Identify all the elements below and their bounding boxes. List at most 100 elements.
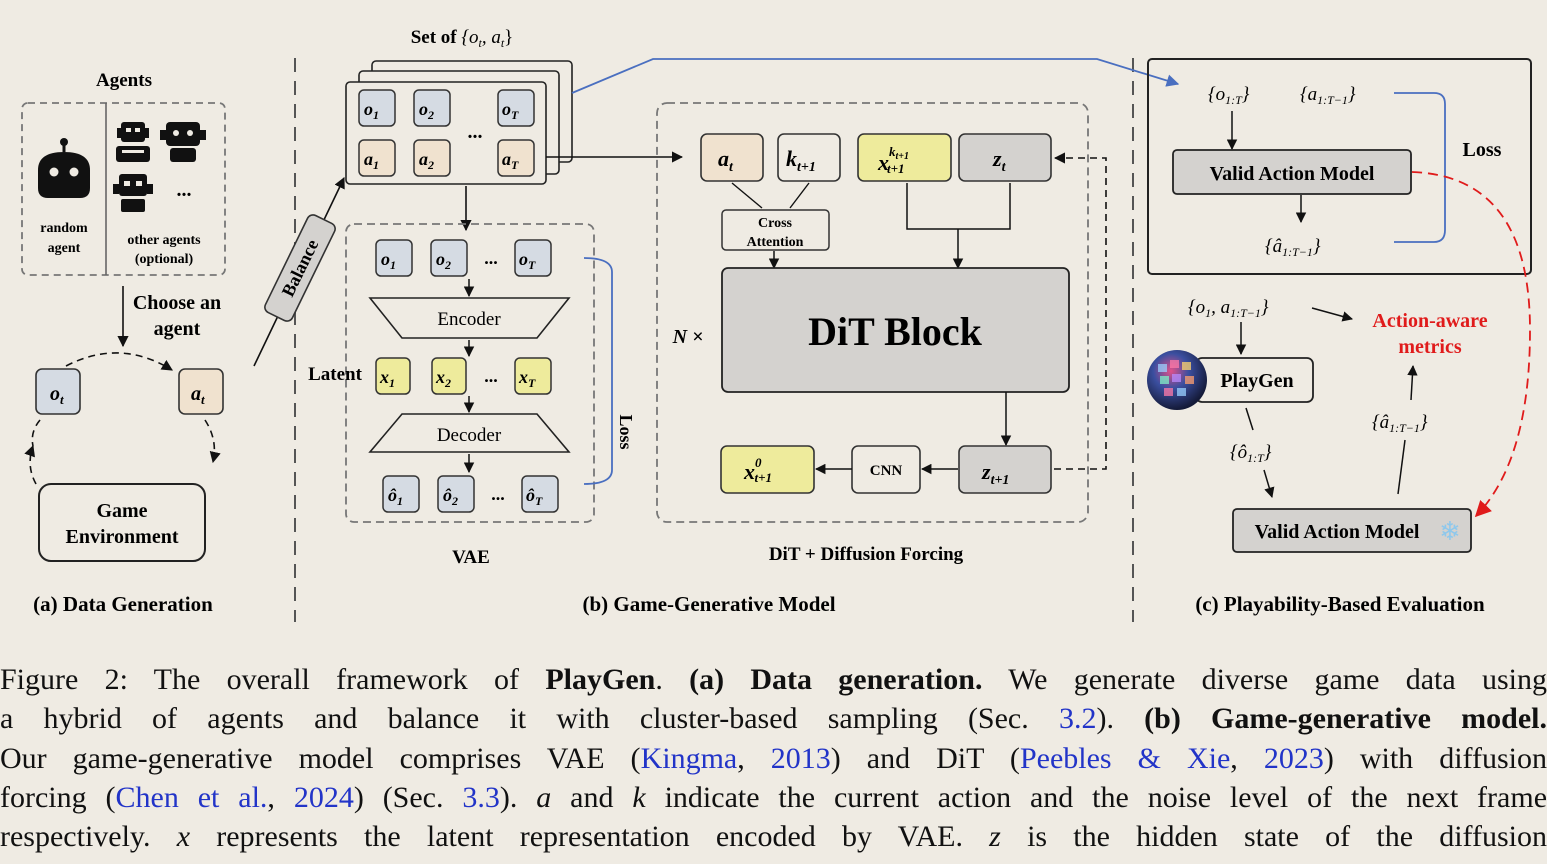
hidden-state-box [958, 133, 1052, 182]
svg-text:o1: o1 [364, 99, 379, 122]
svg-text:xT: xT [518, 367, 536, 390]
decoder-block [368, 413, 571, 453]
link-chen[interactable]: Chen et al. [115, 780, 268, 814]
agents-box [21, 102, 226, 276]
panel-b: Balance Set of {ot, at} o1 o2 ... oT a1 … [253, 27, 1107, 616]
robot-icon [38, 138, 90, 198]
vae-output-row: ô1 ô2 ... ôT [382, 475, 559, 513]
svg-text:o1: o1 [381, 249, 396, 272]
metrics-label-1: Action-aware [1372, 310, 1487, 332]
svg-text:o2: o2 [436, 249, 451, 272]
agents-ellipsis: ... [177, 179, 192, 201]
choose-agent-label-2: agent [154, 318, 201, 340]
latent-row: x1 x2 ... xT [375, 357, 552, 395]
svg-text:zt+1: zt+1 [981, 459, 1009, 488]
agents-title: Agents [96, 70, 152, 91]
svg-text:{â1:T−1}: {â1:T−1} [1265, 236, 1321, 259]
loop-arrow-left [24, 444, 37, 485]
playgen-logo-tiles [1158, 360, 1194, 396]
other-agents-label-2: (optional) [135, 252, 194, 267]
panel-c-label: (c) Playability-Based Evaluation [1195, 592, 1485, 616]
svg-text:x1: x1 [379, 367, 395, 390]
svg-text:a1: a1 [364, 149, 379, 172]
svg-text:zt: zt [992, 146, 1007, 175]
svg-text:{ô1:T}: {ô1:T} [1230, 442, 1272, 465]
link-peebles-year[interactable]: 2023 [1263, 741, 1324, 775]
random-agent-label-1: random [40, 221, 88, 236]
valid-action-model-train [1172, 149, 1412, 195]
svg-text:oT: oT [502, 99, 519, 122]
panel-c: {o1:T} {a1:T−1} Valid Action Model {â1:T… [1147, 58, 1532, 616]
snowflake-icon: ❄ [1439, 517, 1461, 547]
caption-line-2: a hybrid of agents and balance it with c… [0, 702, 1547, 736]
frozen-transfer-arrow [1411, 171, 1531, 518]
link-peebles-xie[interactable]: Peebles & Xie [1019, 741, 1231, 775]
svg-text:CNN: CNN [870, 463, 903, 479]
link-sec-3-2[interactable]: 3.2 [1058, 702, 1097, 736]
obs-box-ot [35, 368, 81, 415]
vae-loss-bracket [583, 257, 613, 485]
svg-text:{o1, a1:T−1}: {o1, a1:T−1} [1188, 297, 1269, 320]
svg-text:kt+1: kt+1 [786, 146, 816, 175]
game-env-label-2: Environment [66, 526, 179, 548]
caption-line-5: respectively. x represents the latent re… [0, 820, 1547, 854]
link-kingma-year[interactable]: 2013 [770, 741, 831, 775]
training-box [1147, 58, 1532, 275]
valid-action-model-eval [1232, 508, 1472, 553]
action-box-at [178, 368, 224, 415]
recurrent-arrow [1053, 152, 1107, 470]
svg-text:...: ... [484, 366, 498, 386]
game-environment-box [38, 483, 206, 562]
link-sec-3-3[interactable]: 3.3 [462, 780, 500, 814]
svg-text:x2: x2 [435, 367, 451, 390]
set-stack [345, 81, 547, 185]
svg-text:at: at [718, 146, 734, 175]
encoder-block [368, 297, 571, 339]
svg-text:...: ... [468, 121, 483, 143]
balance-label: Balance [264, 214, 336, 322]
metrics-label-2: metrics [1398, 336, 1462, 358]
dit-block [721, 267, 1070, 393]
other-agents-label-1: other agents [127, 233, 201, 248]
robot-icon-4 [113, 174, 153, 212]
choose-agent-label-1: Choose an [133, 292, 221, 314]
set-action-row: a1 a2 aT [358, 139, 535, 177]
caption-line-1: Figure 2: The overall framework of PlayG… [0, 663, 1547, 696]
svg-text:{â1:T−1}: {â1:T−1} [1372, 412, 1428, 435]
figure-caption: Figure 2: The overall framework of PlayG… [0, 660, 1547, 856]
train-loss-label: Loss [1463, 139, 1502, 161]
svg-text:Cross: Cross [758, 216, 793, 231]
svg-text:x0t+1: x0t+1 [743, 455, 772, 485]
predicted-frame-box [720, 445, 815, 494]
set-label: Set of {ot, at} [411, 27, 514, 50]
svg-text:aT: aT [502, 149, 519, 172]
dit-label: DiT + Diffusion Forcing [769, 544, 964, 565]
noisy-latent-box [857, 133, 952, 182]
random-agent-label-2: agent [48, 241, 81, 256]
encoder-label: Encoder [437, 309, 501, 330]
vae-box [345, 223, 595, 523]
caption-line-3: Our game-generative model comprises VAE … [0, 741, 1547, 775]
link-kingma[interactable]: Kingma [640, 741, 738, 775]
vae-input-row: o1 o2 ... oT [375, 239, 552, 277]
noise-level-box [777, 133, 841, 182]
vae-label: VAE [452, 547, 490, 568]
loop-arrow-right [204, 419, 221, 464]
link-chen-year[interactable]: 2024 [293, 780, 354, 814]
framework-diagram: Agents random agent [21, 27, 1532, 622]
svg-text:a2: a2 [419, 149, 434, 172]
svg-text:{a1:T−1}: {a1:T−1} [1300, 84, 1356, 107]
playgen-label: PlayGen [1220, 370, 1293, 392]
svg-text:Valid Action Model: Valid Action Model [1210, 163, 1375, 185]
robot-icon-3 [160, 122, 206, 162]
caption-line-4: forcing (Chen et al., 2024) (Sec. 3.3). … [0, 780, 1547, 814]
cross-attention-box [721, 209, 830, 251]
dit-box [656, 102, 1089, 523]
vae-loss-label: Loss [616, 414, 636, 449]
action-box-dit [700, 133, 764, 182]
game-env-label-1: Game [96, 500, 147, 522]
decoder-label: Decoder [437, 425, 502, 446]
set-obs-row: o1 o2 ... oT [358, 89, 535, 143]
data-to-evaluation-arrow [571, 58, 1180, 94]
svg-text:ot: ot [50, 383, 64, 407]
